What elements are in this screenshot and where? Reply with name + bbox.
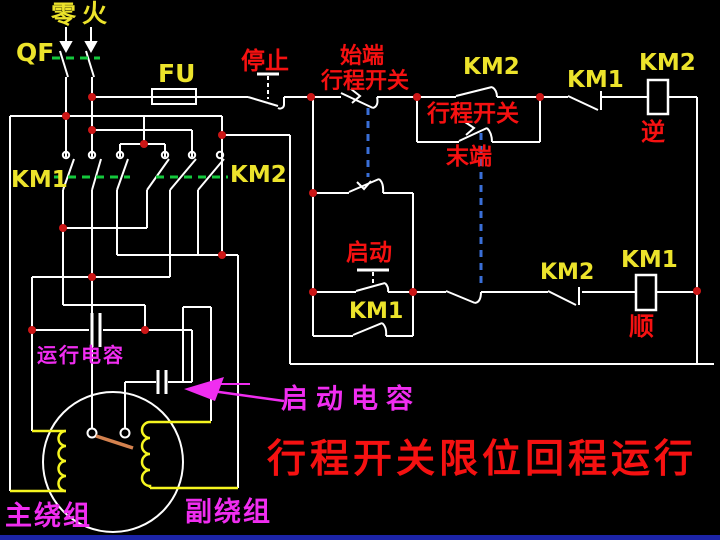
run-capacitor-symbol (33, 313, 145, 347)
km1-main-label: KM1 (11, 167, 68, 193)
km2-nc-contact (547, 287, 580, 306)
diagram-title: 行程开关限位回程运行 (267, 437, 698, 482)
reverse-label: 逆 (641, 118, 665, 146)
sq-end-label-2: 末端 (446, 144, 492, 170)
start-capacitor-symbol (124, 306, 212, 428)
fuse-symbol (151, 88, 197, 105)
main-wiring (9, 77, 341, 491)
km2-coil-symbol (646, 78, 670, 116)
stop-button-symbol (247, 72, 285, 110)
travel-switch-start (340, 88, 385, 194)
contactor-poles (61, 150, 225, 191)
start-capacitor-label: 启动电容 (281, 384, 421, 415)
km1-selfhold-label: KM1 (349, 299, 404, 324)
centrifugal-switch (86, 427, 134, 450)
bottom-edge-strip (0, 535, 720, 540)
start-capacitor-arrow-icon (184, 377, 285, 403)
sq-start-label-2: 行程开关 (321, 69, 410, 94)
junction-dots (28, 93, 701, 334)
km2-no-contact-top (455, 86, 498, 98)
sq-start-label-1: 始端 (340, 44, 385, 69)
km2-nc-label: KM2 (540, 260, 595, 285)
control-wiring (289, 96, 714, 365)
fuse-label: FU (158, 59, 196, 88)
start-button-symbol (355, 268, 390, 293)
wire-zero-label: 零 (51, 0, 77, 29)
motor-circle (42, 391, 184, 533)
aux-return-wire (222, 254, 239, 488)
main-winding-coil (10, 429, 67, 493)
run-capacitor-label: 运行电容 (37, 343, 125, 367)
supply-arrow-icons (59, 27, 98, 54)
wire-live-label: 火 (82, 0, 108, 28)
travel-switch-end (445, 121, 493, 304)
km1-coil-label: KM1 (621, 247, 678, 273)
km2-aux-top-label: KM2 (463, 54, 520, 80)
aux-winding-label: 副绕组 (185, 497, 272, 528)
km1-selfhold-contact (352, 322, 388, 337)
km1-nc-top-label: KM1 (567, 67, 624, 93)
forward-label: 顺 (629, 312, 655, 341)
km2-main-label: KM2 (230, 162, 287, 188)
km2-coil-label: KM2 (639, 50, 696, 76)
main-winding-label: 主绕组 (5, 501, 92, 532)
km1-nc-contact (567, 91, 602, 111)
km1-coil-symbol (634, 273, 658, 312)
breaker-label: QF (16, 38, 55, 67)
sq-end-label-1: 行程开关 (427, 101, 519, 127)
start-label: 启动 (346, 240, 392, 266)
aux-winding-coil (140, 420, 238, 490)
qf-breaker (59, 50, 95, 78)
stop-label: 停止 (241, 47, 289, 75)
